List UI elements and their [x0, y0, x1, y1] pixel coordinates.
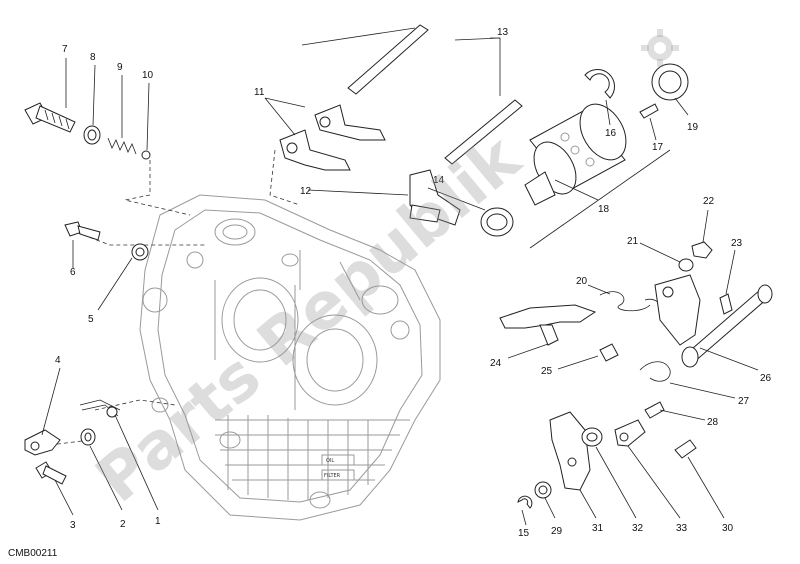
circlip-15	[517, 495, 533, 509]
washer-5	[131, 243, 149, 261]
washer-32	[581, 427, 603, 447]
callout-12: 12	[300, 186, 312, 197]
callout-17: 17	[652, 142, 664, 153]
callout-18: 18	[598, 204, 610, 215]
shaft-26	[681, 284, 773, 368]
bolt-28	[644, 401, 665, 419]
watermark-text: Parts Republik	[83, 121, 536, 518]
callout-7: 7	[62, 44, 68, 55]
lever-4	[24, 429, 61, 456]
callout-24: 24	[490, 358, 502, 369]
callout-4: 4	[55, 355, 61, 366]
selector-plate	[654, 274, 701, 346]
callout-15: 15	[518, 528, 530, 539]
callout-10: 10	[142, 70, 154, 81]
bolt-3	[35, 461, 67, 485]
callout-14: 14	[433, 175, 445, 186]
gear-logo-icon	[641, 29, 679, 67]
lever-33	[614, 419, 646, 447]
leader-lines	[41, 27, 759, 526]
callout-22: 22	[703, 196, 715, 207]
screw-25	[599, 343, 619, 362]
callout-31: 31	[592, 523, 604, 534]
callout-30: 30	[722, 523, 734, 534]
filter-label: FILTER	[324, 473, 341, 479]
callout-numbers: 7 8 9 10 11 12 13 14 15 16 17 18 19 20 2…	[55, 27, 772, 539]
oil-label: OIL	[326, 458, 334, 464]
bolt-30	[674, 439, 697, 459]
washer-19	[651, 63, 689, 101]
fork-shafts-13	[347, 24, 523, 165]
pawl-24	[499, 304, 597, 346]
drawing-code: CMB00211	[8, 548, 58, 559]
crankcase-half: OIL FILTER	[139, 194, 441, 521]
callout-5: 5	[88, 314, 94, 325]
callout-13: 13	[497, 27, 509, 38]
shift-drum-18	[524, 103, 627, 206]
circlip-16	[584, 69, 615, 99]
callout-9: 9	[117, 62, 123, 73]
washer-29	[534, 481, 552, 499]
ball-10	[141, 150, 151, 160]
bolt-23	[719, 293, 733, 315]
spring-20	[599, 291, 664, 319]
washer-2	[80, 428, 96, 446]
callout-3: 3	[70, 520, 76, 531]
callout-25: 25	[541, 366, 553, 377]
nut-22	[691, 241, 713, 259]
drum-axis-line	[529, 149, 671, 249]
callout-26: 26	[760, 373, 772, 384]
callout-23: 23	[731, 238, 743, 249]
shift-fork-12	[409, 169, 461, 226]
callout-29: 29	[551, 526, 563, 537]
detent-bolt-7	[24, 102, 76, 133]
callout-20: 20	[576, 276, 588, 287]
callout-28: 28	[707, 417, 719, 428]
callout-6: 6	[70, 267, 76, 278]
sensor-6	[64, 221, 101, 241]
spring-1	[79, 399, 121, 418]
spring-27	[639, 361, 671, 382]
callout-21: 21	[627, 236, 639, 247]
ring-14	[480, 207, 514, 237]
callout-11: 11	[254, 87, 265, 98]
spring-9	[107, 137, 137, 155]
washer-8	[83, 125, 101, 145]
callout-16: 16	[605, 128, 617, 139]
callout-1: 1	[155, 516, 161, 527]
callout-32: 32	[632, 523, 644, 534]
bracket-31	[549, 411, 591, 491]
callout-19: 19	[687, 122, 699, 133]
pin-17	[639, 103, 659, 119]
callout-8: 8	[90, 52, 96, 63]
shift-fork-11	[279, 104, 386, 171]
callout-27: 27	[738, 396, 750, 407]
callout-33: 33	[676, 523, 688, 534]
bolt-21	[678, 258, 694, 272]
callout-2: 2	[120, 519, 126, 530]
